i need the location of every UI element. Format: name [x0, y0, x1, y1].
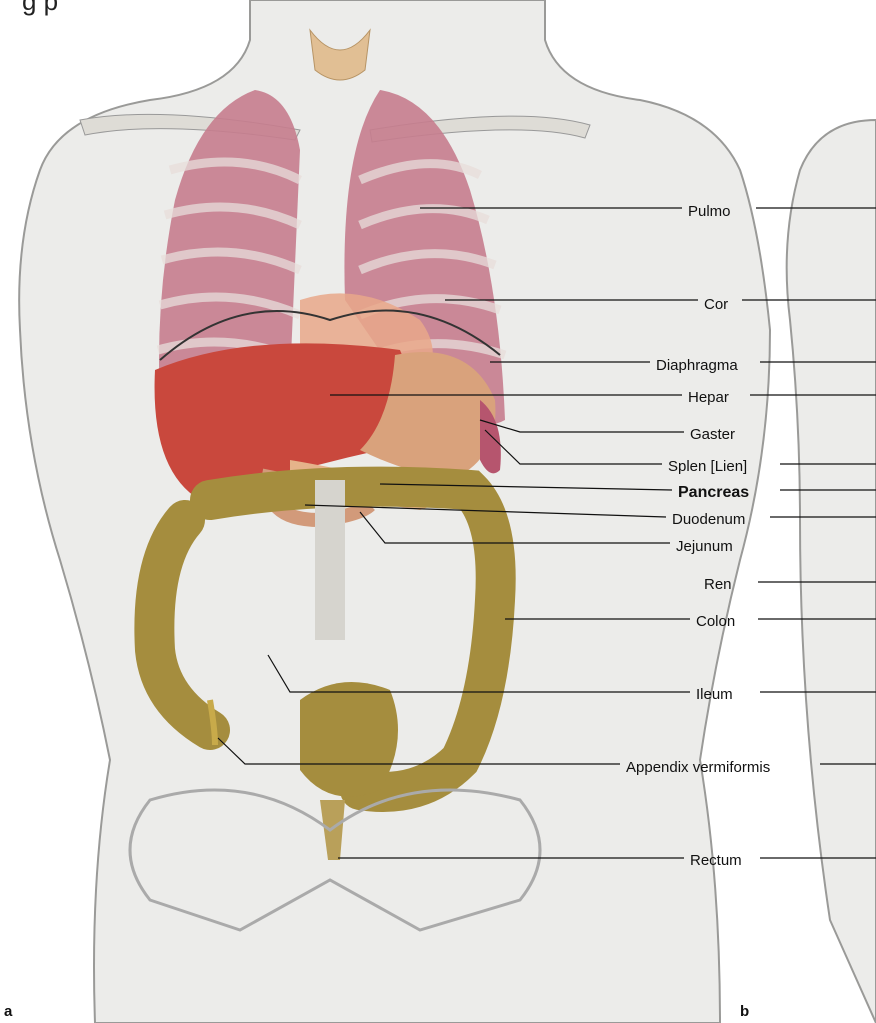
label-gaster: Gaster — [690, 426, 735, 444]
label-colon: Colon — [696, 613, 735, 631]
label-ren: Ren — [704, 576, 732, 594]
label-pulmo: Pulmo — [688, 203, 731, 221]
label-rectum: Rectum — [690, 852, 742, 870]
label-ileum: Ileum — [696, 686, 733, 704]
panel-label-b: b — [740, 1003, 749, 1020]
label-hepar: Hepar — [688, 389, 729, 407]
panel-b-silhouette — [787, 120, 876, 1023]
label-duodenum: Duodenum — [672, 511, 745, 529]
panel-label-a: a — [4, 1003, 12, 1020]
label-diaphragma: Diaphragma — [656, 357, 738, 375]
label-cor: Cor — [704, 296, 728, 314]
label-splen: Splen [Lien] — [668, 458, 747, 476]
label-pancreas: Pancreas — [678, 484, 749, 502]
label-jejunum: Jejunum — [676, 538, 733, 556]
label-appendix: Appendix vermiformis — [626, 759, 770, 777]
small-intestine — [300, 682, 398, 797]
